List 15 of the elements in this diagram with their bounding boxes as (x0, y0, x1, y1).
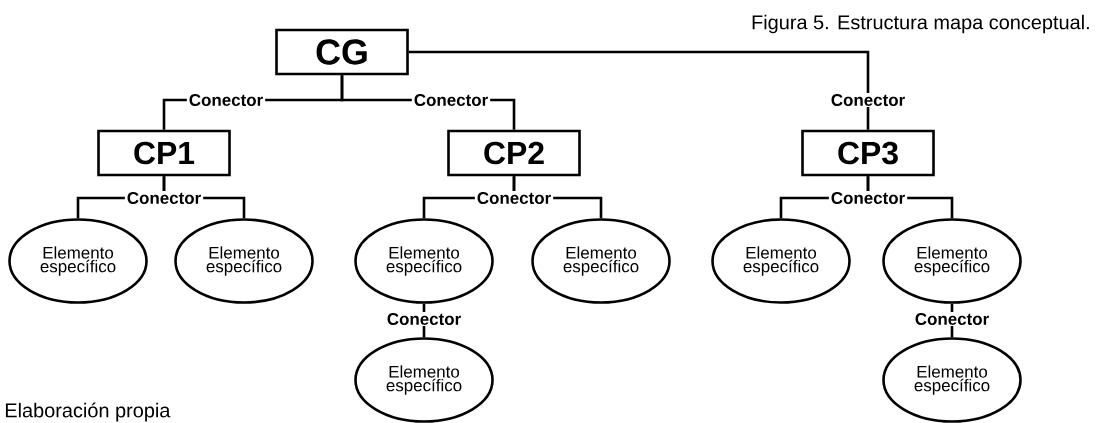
source-note: Elaboración propia (5, 402, 171, 422)
concept-box: CP2 (447, 129, 581, 177)
edge-label: Conector (411, 93, 491, 107)
figure-title: Figura 5. Estructura mapa conceptual. (752, 14, 1089, 34)
concept-box: CP3 (801, 129, 935, 177)
edge-label: Conector (186, 93, 266, 107)
edge-label: Conector (912, 312, 992, 326)
edge-label: Conector (828, 93, 908, 107)
edge-label: Conector (828, 191, 908, 205)
concept-box: CP1 (97, 129, 231, 177)
connector-line (408, 50, 870, 130)
edge-label: Conector (124, 191, 204, 205)
concept-box: CG (275, 28, 409, 76)
edge-label: Conector (474, 191, 554, 205)
edge-label: Conector (384, 312, 464, 326)
